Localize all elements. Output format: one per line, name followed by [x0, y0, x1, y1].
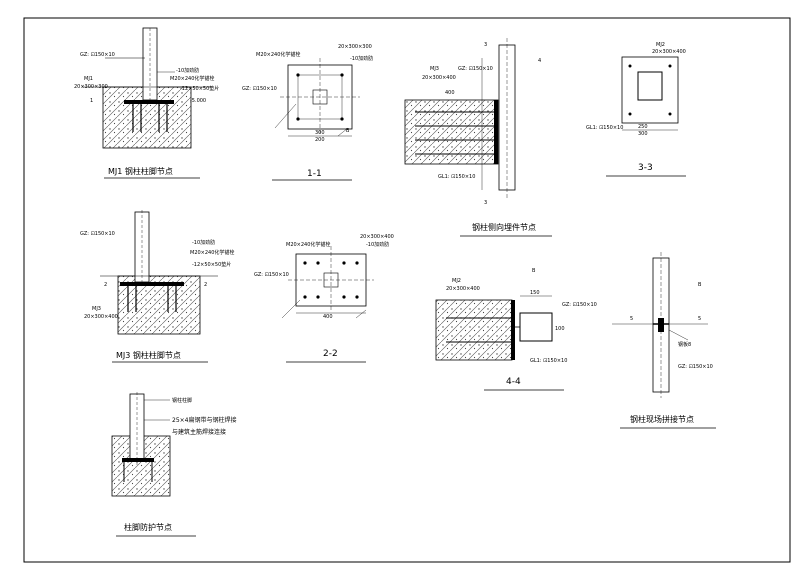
- label-gz: GZ: ⊡150×10: [242, 86, 277, 92]
- concrete-block: [435, 299, 513, 361]
- section-1-1: 300 200 M20×240化学锚栓 20×300×300 -10加劲肋 GZ…: [242, 44, 373, 181]
- embed-plate: [494, 100, 498, 164]
- label-plate: 20×300×400: [446, 286, 480, 292]
- mark-3: 3: [484, 42, 487, 48]
- label-base: 钢柱柱脚: [172, 397, 192, 404]
- title-4-4: 4-4: [506, 377, 521, 387]
- section-4-4: 150 100 MJ2 20×300×400 GZ: ⊡150×10 GL1: …: [435, 268, 597, 391]
- mark-2: 2: [104, 282, 107, 288]
- label-gl: GL1: ⊡150×10: [586, 125, 623, 131]
- dim-a: 300: [638, 131, 648, 137]
- dim-b: 250: [638, 124, 648, 130]
- mark-1: 1: [90, 98, 93, 104]
- label-gl: GL1: ⊡150×10: [530, 358, 567, 364]
- title-3-3: 3-3: [638, 163, 653, 173]
- mark-b: B: [346, 128, 350, 134]
- dim-a: 300: [315, 130, 325, 136]
- mark-4: 4: [538, 58, 541, 64]
- dim-b: 200: [315, 137, 325, 143]
- detail-mj1: GZ: ⊡150×10 MJ1 20×300×300 -10加劲肋 M20×24…: [74, 27, 219, 179]
- label-rib: -10加劲肋: [176, 67, 199, 74]
- title-2-2: 2-2: [323, 349, 338, 359]
- section-2-2: 400 M20×240化学锚栓 20×300×400 -10加劲肋 GZ: ⊡1…: [254, 234, 394, 363]
- label-rib: -10加劲肋: [366, 241, 389, 248]
- label-plate: 20×300×400: [652, 49, 686, 55]
- detail-field-splice: 钢板8 GZ: ⊡150×10 5 5 B 钢柱现场拼接节点: [612, 252, 716, 429]
- label-weld: 与建筑主筋焊接连接: [172, 428, 226, 436]
- label-gz: GZ: ⊡150×10: [458, 66, 493, 72]
- label-gz: GZ: ⊡150×10: [254, 272, 289, 278]
- label-mj: MJ2: [452, 278, 461, 284]
- mark-5: 5: [630, 316, 633, 322]
- detail-mj3: GZ: ⊡150×10 -10加劲肋 M20×240化学锚栓 -12×50×50…: [80, 210, 234, 363]
- label-washer: -12×50×50垫片: [180, 85, 219, 92]
- title-mj1: MJ1 钢柱柱脚节点: [108, 166, 173, 176]
- label-gz: GZ: ⊡150×10: [80, 231, 115, 237]
- sheet-border: [23, 17, 791, 563]
- mark-2b: 2: [204, 282, 207, 288]
- mark-b: B: [698, 282, 702, 288]
- dim-a: 400: [323, 314, 333, 320]
- label-strap: 25×4扁钢带与钢柱焊接: [172, 416, 236, 424]
- label-bolt: M20×240化学锚栓: [190, 249, 234, 256]
- label-plate: 20×300×400: [360, 234, 394, 240]
- mark-b: B: [532, 268, 536, 274]
- label-rib: -10加劲肋: [192, 239, 215, 246]
- concrete-block: [404, 99, 499, 165]
- label-mj: MJ1: [84, 76, 93, 82]
- base-plate: [120, 282, 184, 286]
- title-side: 钢柱侧向埋件节点: [472, 222, 536, 232]
- title-1-1: 1-1: [307, 169, 322, 179]
- label-plate: 20×300×300: [74, 84, 108, 90]
- label-washer: -12×50×50垫片: [192, 261, 231, 268]
- label-plate: 钢板8: [678, 341, 691, 348]
- detail-side-embed: MJ3 20×300×400 GZ: ⊡150×10 GL1: ⊡150×10 …: [404, 38, 552, 237]
- base-plate: [124, 100, 174, 104]
- mark-5b: 5: [698, 316, 701, 322]
- label-rib: -10加劲肋: [350, 55, 373, 62]
- detail-base-protection: 钢柱柱脚 25×4扁钢带与钢柱焊接 与建筑主筋焊接连接 柱脚防护节点: [111, 392, 236, 537]
- label-gl: GL1: ⊡150×10: [438, 174, 475, 180]
- label-plate: 20×300×400: [84, 314, 118, 320]
- title-splice: 钢柱现场拼接节点: [630, 414, 694, 424]
- label-elev: -5.000: [190, 98, 206, 104]
- label-gz: GZ: ⊡150×10: [678, 364, 713, 370]
- mark-3b: 3: [484, 200, 487, 206]
- label-bolt: M20×240化学锚栓: [170, 75, 214, 82]
- section-3-3: 300 250 MJ2 20×300×400 GL1: ⊡150×10 3-3: [586, 42, 686, 177]
- title-mj3: MJ3 钢柱柱脚节点: [116, 350, 181, 360]
- dim-a: 150: [530, 290, 540, 296]
- label-mj: MJ2: [656, 42, 665, 48]
- label-gz: GZ: ⊡150×10: [80, 52, 115, 58]
- label-bolt: M20×240化学锚栓: [286, 241, 330, 248]
- dim-side: 400: [445, 90, 455, 96]
- label-plate: 20×300×400: [422, 75, 456, 81]
- beam-section: [519, 312, 553, 342]
- embed-plate: [511, 300, 515, 360]
- title-protect: 柱脚防护节点: [124, 522, 172, 532]
- label-mj: MJ3: [92, 306, 101, 312]
- label-bolt: M20×240化学锚栓: [256, 51, 300, 58]
- label-plate: 20×300×300: [338, 44, 372, 50]
- label-mj: MJ3: [430, 66, 439, 72]
- plate-plan: [621, 56, 679, 124]
- dim-b: 100: [555, 326, 565, 332]
- label-gz: GZ: ⊡150×10: [562, 302, 597, 308]
